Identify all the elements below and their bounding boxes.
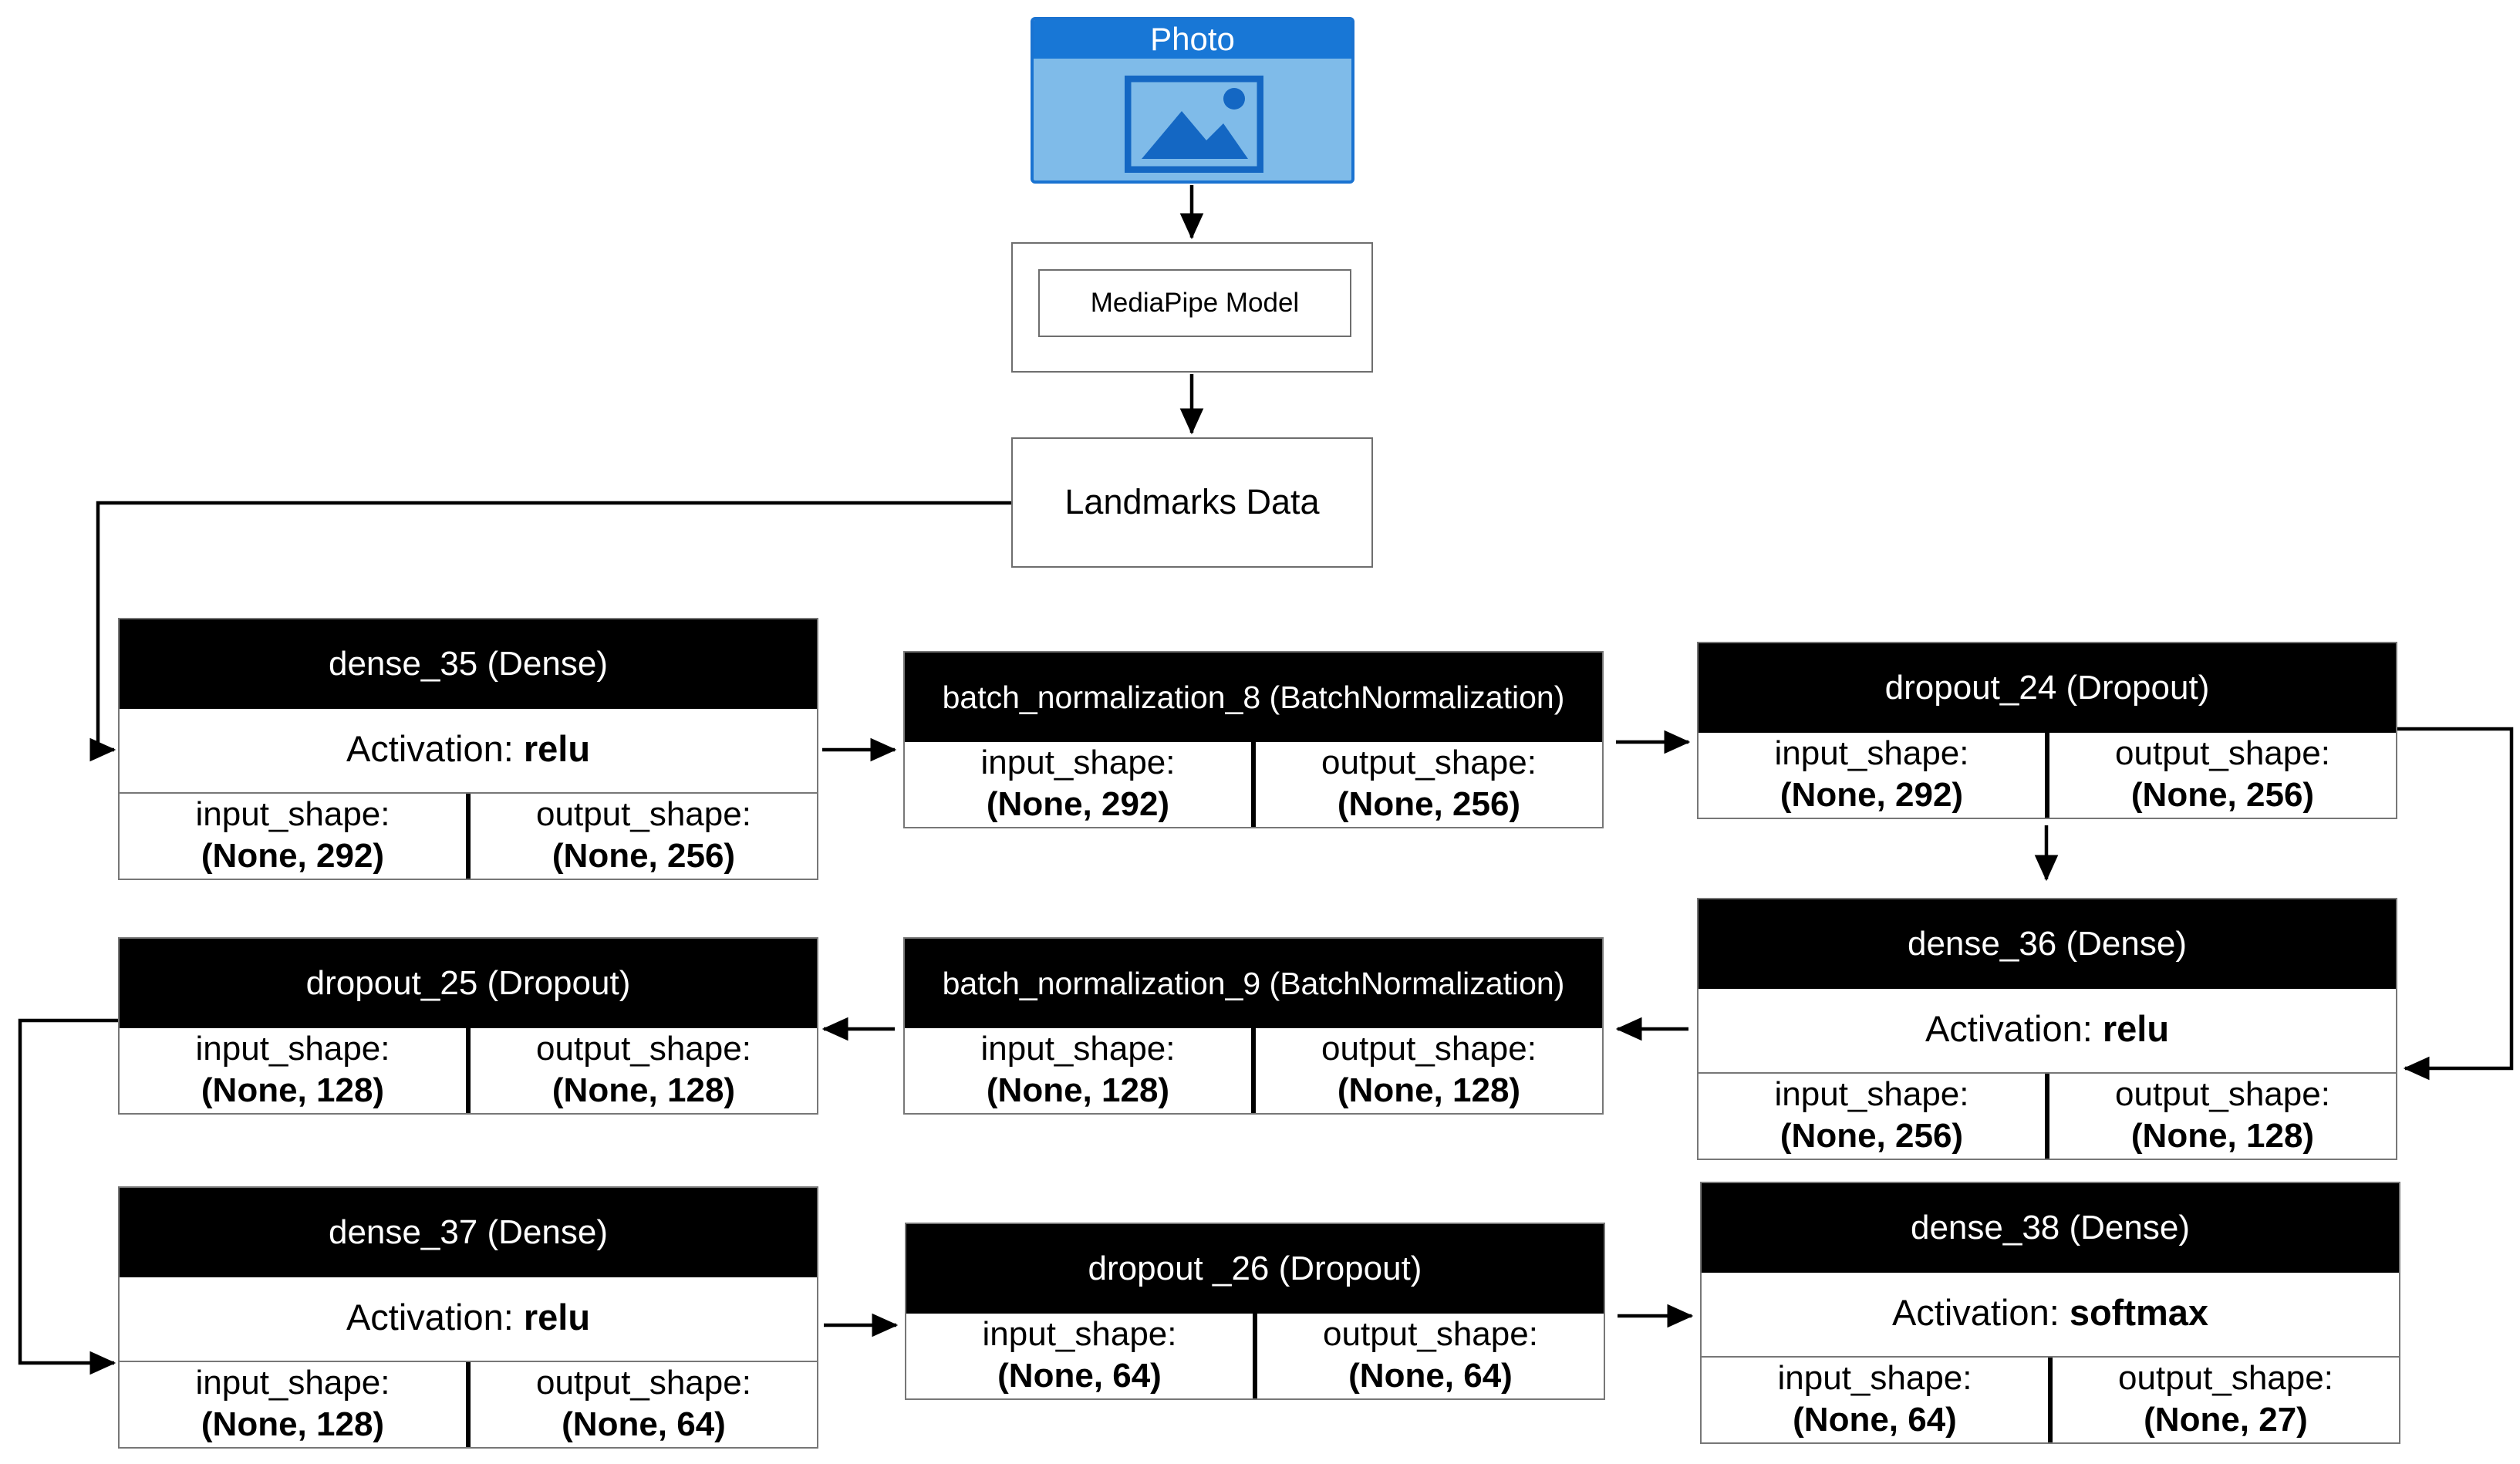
photo-node: Photo [1031, 17, 1354, 184]
input-shape-cell: input_shape:(None, 128) [120, 1362, 471, 1447]
layer-dropout-25: dropout_25 (Dropout) input_shape:(None, … [118, 937, 818, 1115]
layer-dense-37: dense_37 (Dense) Activation: relu input_… [118, 1186, 818, 1449]
layer-dense-38: dense_38 (Dense) Activation: softmax inp… [1700, 1182, 2400, 1444]
input-shape-cell: input_shape:(None, 64) [906, 1314, 1257, 1398]
layer-batch-normalization-9: batch_normalization_9 (BatchNormalizatio… [903, 937, 1604, 1115]
photo-title: Photo [1034, 20, 1351, 59]
layer-dense-36: dense_36 (Dense) Activation: relu input_… [1697, 898, 2397, 1160]
input-shape-cell: input_shape:(None, 128) [905, 1028, 1256, 1113]
layer-activation: Activation: softmax [1702, 1273, 2399, 1358]
input-shape-cell: input_shape:(None, 64) [1702, 1358, 2053, 1442]
output-shape-cell: output_shape:(None, 64) [1323, 1315, 1538, 1395]
layer-title: dropout _26 (Dropout) [906, 1224, 1604, 1314]
output-shape-cell: output_shape:(None, 128) [536, 1030, 751, 1109]
output-shape-cell: output_shape:(None, 128) [2115, 1075, 2330, 1155]
arrow-landmarks-to-dense-35 [89, 501, 1011, 762]
layer-dropout-24: dropout_24 (Dropout) input_shape:(None, … [1697, 642, 2397, 819]
layer-title: batch_normalization_9 (BatchNormalizatio… [905, 939, 1602, 1028]
image-icon [1125, 76, 1263, 173]
layer-activation: Activation: relu [120, 709, 817, 794]
layer-title: dense_36 (Dense) [1699, 899, 2396, 989]
layer-title: batch_normalization_8 (BatchNormalizatio… [905, 653, 1602, 742]
output-shape-cell: output_shape:(None, 256) [2115, 734, 2330, 814]
layer-activation: Activation: relu [1699, 989, 2396, 1074]
output-shape-cell: output_shape:(None, 128) [1321, 1030, 1537, 1109]
mediapipe-node: MediaPipe Model [1011, 242, 1373, 373]
input-shape-cell: input_shape:(None, 292) [905, 742, 1256, 827]
arrow-dropout-25-to-dense-37 [18, 1018, 118, 1375]
layer-dense-35: dense_35 (Dense) Activation: relu input_… [118, 618, 818, 880]
layer-title: dense_37 (Dense) [120, 1188, 817, 1277]
arrow-dropout-24-to-dense-36 [2397, 727, 2514, 1081]
input-shape-cell: input_shape:(None, 292) [1699, 733, 2049, 818]
output-shape-cell: output_shape:(None, 64) [536, 1364, 751, 1443]
output-shape-cell: output_shape:(None, 256) [1321, 744, 1537, 823]
layer-activation: Activation: relu [120, 1277, 817, 1362]
mediapipe-label: MediaPipe Model [1038, 269, 1351, 337]
layer-title: dense_35 (Dense) [120, 619, 817, 709]
input-shape-cell: input_shape:(None, 256) [1699, 1074, 2049, 1159]
layer-title: dense_38 (Dense) [1702, 1183, 2399, 1273]
layer-dropout-26: dropout _26 (Dropout) input_shape:(None,… [905, 1223, 1605, 1400]
layer-title: dropout_25 (Dropout) [120, 939, 817, 1028]
output-shape-cell: output_shape:(None, 256) [536, 795, 751, 875]
input-shape-cell: input_shape:(None, 128) [120, 1028, 471, 1113]
layer-batch-normalization-8: batch_normalization_8 (BatchNormalizatio… [903, 651, 1604, 828]
input-shape-cell: input_shape:(None, 292) [120, 794, 471, 879]
landmarks-node: Landmarks Data [1011, 437, 1373, 568]
layer-title: dropout_24 (Dropout) [1699, 643, 2396, 733]
output-shape-cell: output_shape:(None, 27) [2118, 1359, 2333, 1439]
